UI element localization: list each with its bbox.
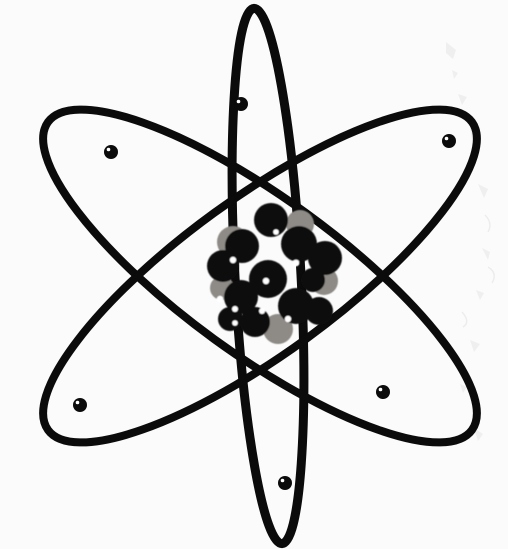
nucleon-12	[301, 268, 325, 292]
nucleon-10	[240, 307, 270, 337]
electron-icon	[376, 385, 390, 399]
nucleon-highlight-6	[259, 308, 265, 314]
nucleon-9	[305, 297, 333, 325]
nucleon-highlight-7	[285, 316, 291, 322]
electron-icon	[278, 476, 292, 490]
nucleon-highlight-8	[232, 320, 238, 326]
nucleon-1	[254, 203, 288, 237]
nucleon-highlight-3	[293, 260, 300, 267]
electron-icon	[73, 398, 87, 412]
nucleon-highlight-4	[217, 296, 223, 302]
nucleon-highlight-5	[232, 306, 238, 312]
electron-icon	[442, 134, 456, 148]
nucleon-11	[218, 307, 242, 331]
nucleon-highlight-1	[230, 257, 236, 263]
nucleon-5	[207, 250, 239, 282]
nucleon-highlight-9	[273, 229, 279, 235]
electron-icon	[234, 97, 248, 111]
nucleon-highlight-2	[263, 278, 269, 284]
electron-icon	[104, 145, 118, 159]
